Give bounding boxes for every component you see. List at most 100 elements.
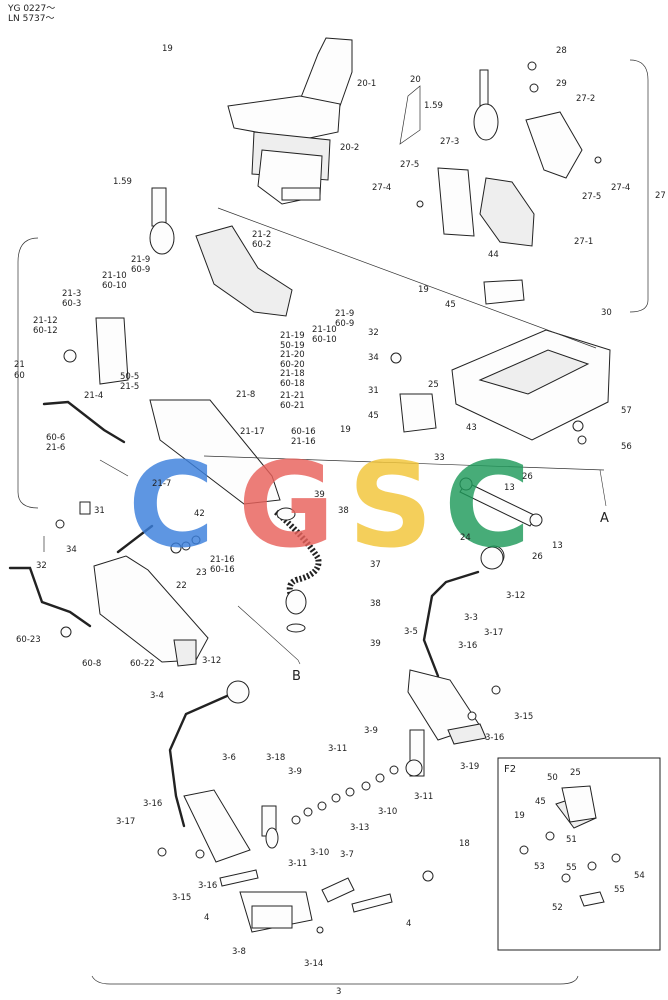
part-label-l3_15b: 3-15 (172, 893, 191, 903)
part-label-l3: 3 (336, 987, 341, 997)
part-label-l50_5: 50-5 (120, 372, 139, 382)
part-label-l27_3: 27-3 (440, 137, 459, 147)
part-label-l24: 24 (460, 533, 471, 543)
part-label-l60_21: 60-21 (280, 401, 305, 411)
part-label-l23: 23 (196, 568, 207, 578)
part-label-l21_12: 21-12 (33, 316, 58, 326)
part-label-l60_2: 60-2 (252, 240, 271, 250)
part-label-l60_20: 60-20 (280, 360, 305, 370)
part-label-l18: 18 (459, 839, 470, 849)
hose-37 (274, 507, 322, 633)
part-label-l32b: 32 (36, 561, 47, 571)
part-label-l21_10b: 21-10 (312, 325, 337, 335)
watermark-letter-g: G (238, 436, 335, 574)
part-label-l3_9a: 3-9 (364, 726, 378, 736)
part-label-l21_2: 21-2 (252, 230, 271, 240)
part-label-l56: 56 (621, 442, 632, 452)
part-label-l31a: 31 (368, 386, 379, 396)
part-label-l60_22: 60-22 (130, 659, 155, 669)
part-label-l38a: 38 (338, 506, 349, 516)
part-label-l60_18: 60-18 (280, 379, 305, 389)
part-label-l3_5: 3-5 (404, 627, 418, 637)
part-label-l32a: 32 (368, 328, 379, 338)
part-label-l50_19: 50-19 (280, 341, 305, 351)
part-label-l28: 28 (556, 46, 567, 56)
part-label-l27_4a: 27-4 (372, 183, 391, 193)
lower-left-console-60-22 (8, 519, 209, 667)
part-label-f2_19: 19 (514, 811, 525, 821)
part-label-l3_13: 3-13 (350, 823, 369, 833)
marker-b: B (292, 669, 301, 684)
part-label-l1_59b: 1.59 (113, 177, 132, 187)
part-label-l21_17: 21-17 (240, 427, 265, 437)
part-label-f2_50: 50 (547, 773, 558, 783)
part-label-l21_10a: 21-10 (102, 271, 127, 281)
part-label-l30: 30 (601, 308, 612, 318)
cgsc-watermark: C G S C (128, 436, 531, 574)
part-label-l3_6: 3-6 (222, 753, 236, 763)
part-label-l4b: 4 (406, 919, 411, 929)
part-label-l3_7: 3-7 (340, 850, 354, 860)
part-label-l34b: 34 (66, 545, 77, 555)
part-label-l45a: 45 (445, 300, 456, 310)
part-label-l39a: 39 (314, 490, 325, 500)
marker-leaders (237, 469, 607, 665)
part-label-f2_55b: 55 (614, 885, 625, 895)
inset-f2-parts (519, 785, 621, 907)
part-label-l3_9b: 3-9 (288, 767, 302, 777)
part-label-f2_25: 25 (570, 768, 581, 778)
part-label-l60_10b: 60-10 (312, 335, 337, 345)
part-label-l21_18: 21-18 (280, 369, 305, 379)
part-label-l26b: 26 (532, 552, 543, 562)
part-label-l19a: 19 (162, 44, 173, 54)
part-label-l31b: 31 (94, 506, 105, 516)
part-label-l27: 27 (655, 191, 666, 201)
part-label-l25a: 25 (428, 380, 439, 390)
serial-range-yg: YG 0227～ (8, 4, 56, 14)
part-label-l39b: 39 (370, 639, 381, 649)
part-label-l3_8: 3-8 (232, 947, 246, 957)
part-label-l27_5b: 27-5 (582, 192, 601, 202)
pedal-assembly-3 (157, 546, 504, 934)
part-number-callouts: 192020-120-228291.5927-227-327-527-427-5… (14, 44, 666, 997)
part-label-l21_7: 21-7 (152, 479, 171, 489)
part-label-f2_45: 45 (535, 797, 546, 807)
part-label-l21_3: 21-3 (62, 289, 81, 299)
part-label-l27_1: 27-1 (574, 237, 593, 247)
part-label-l20_1: 20-1 (357, 79, 376, 89)
part-label-l33: 33 (434, 453, 445, 463)
part-label-f2_54: 54 (634, 871, 645, 881)
part-label-l21_5: 21-5 (120, 382, 139, 392)
part-label-l3_17b: 3-17 (116, 817, 135, 827)
watermark-letter-s: S (348, 436, 433, 574)
inset-f2-frame (497, 757, 661, 951)
part-label-l3_16a: 3-16 (458, 641, 477, 651)
part-label-l3_11c: 3-11 (288, 859, 307, 869)
part-label-l3_15a: 3-15 (514, 712, 533, 722)
part-label-l29: 29 (556, 79, 567, 89)
part-label-l60_8: 60-8 (82, 659, 101, 669)
part-label-l27_4b: 27-4 (611, 183, 630, 193)
part-label-l3_12a: 3-12 (506, 591, 525, 601)
part-label-l37: 37 (370, 560, 381, 570)
part-label-f2_51: 51 (566, 835, 577, 845)
part-label-l21_8: 21-8 (236, 390, 255, 400)
part-label-l19c: 19 (340, 425, 351, 435)
part-label-l3_16d: 3-16 (198, 881, 217, 891)
part-label-l60: 60 (14, 371, 25, 381)
part-label-l38b: 38 (370, 599, 381, 609)
part-label-l27_2: 27-2 (576, 94, 595, 104)
part-label-l42: 42 (194, 509, 205, 519)
part-label-l3_16b: 3-16 (485, 733, 504, 743)
part-label-l60_16b: 60-16 (210, 565, 235, 575)
right-console-27 (416, 61, 602, 305)
seat-assembly (227, 37, 353, 205)
part-label-l60_16a: 60-16 (291, 427, 316, 437)
watermark-letter-c: C (128, 436, 215, 574)
part-label-l20_2: 20-2 (340, 143, 359, 153)
part-label-l34a: 34 (368, 353, 379, 363)
part-label-l20: 20 (410, 75, 421, 85)
part-label-l19b: 19 (418, 285, 429, 295)
part-label-l21_16b: 21-16 (210, 555, 235, 565)
